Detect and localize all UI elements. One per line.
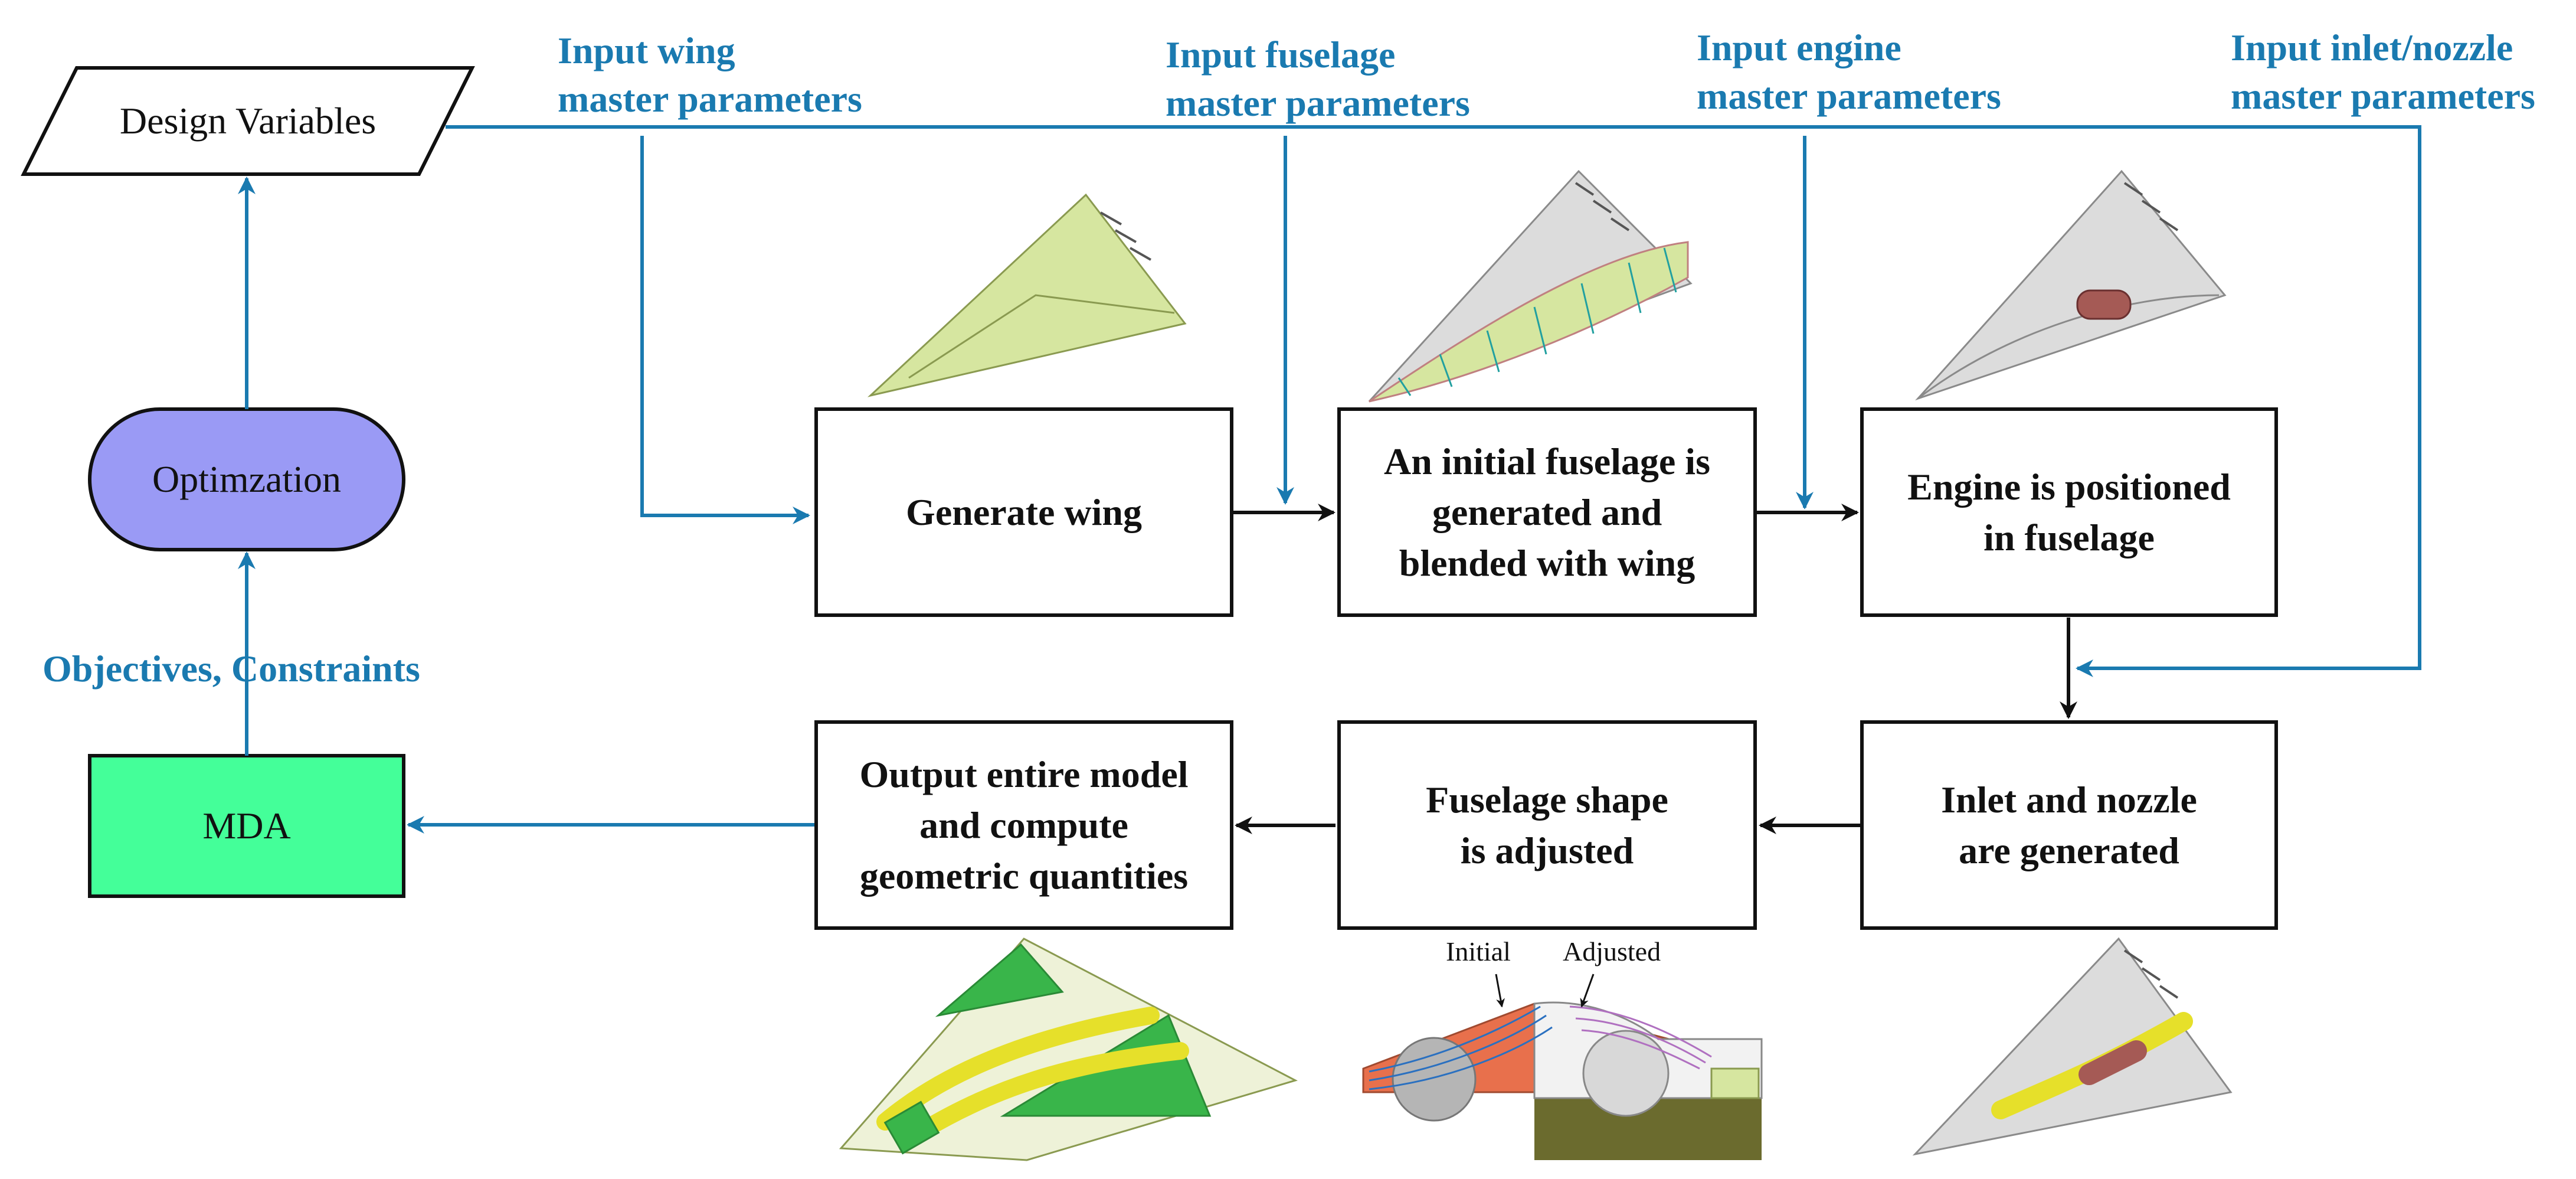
- step-initial-fuselage: An initial fuselage is generated and ble…: [1337, 407, 1757, 617]
- blue-flow-lines: [238, 125, 2421, 834]
- design-variables-shape: [21, 66, 475, 176]
- step-generate-wing: Generate wing: [814, 407, 1233, 617]
- inlet-input-label: Input inlet/nozzle master parameters: [2231, 27, 2535, 117]
- initial-fuselage-illustration: [1368, 169, 1693, 403]
- mda-label: MDA: [202, 805, 291, 847]
- step-output-model: Output entire model and compute geometri…: [814, 720, 1233, 930]
- engine-input-label: Input engine master parameters: [1697, 27, 2001, 117]
- output-model-illustration: [839, 938, 1298, 1161]
- wing-input-label: Input wing master parameters: [558, 30, 862, 120]
- objectives-constraints-label: Objectives, Constraints: [42, 648, 420, 690]
- black-flow-lines: [1233, 504, 2077, 834]
- design-variables-label: Design Variables: [119, 100, 377, 142]
- engine-illustration: [1915, 169, 2227, 401]
- step-inlet-nozzle: Inlet and nozzle are generated: [1860, 720, 2278, 930]
- initial-annotation: Initial: [1446, 936, 1511, 966]
- wing-illustration: [867, 193, 1187, 397]
- fuselage-section-illustration: [1362, 974, 1763, 1160]
- step-fuselage-adjusted: Fuselage shape is adjusted: [1337, 720, 1757, 930]
- step-engine-positioned: Engine is positioned in fuselage: [1860, 407, 2278, 617]
- optimization-label: Optimzation: [152, 458, 341, 500]
- design-variables-feed-line: [446, 125, 2421, 677]
- inlet-nozzle-illustration: [1912, 937, 2233, 1156]
- wing-input-arrow: [640, 136, 810, 524]
- adjusted-annotation: Adjusted: [1563, 936, 1661, 966]
- mda-shape: [88, 754, 405, 898]
- fuselage-input-label: Input fuselage master parameters: [1166, 34, 1470, 124]
